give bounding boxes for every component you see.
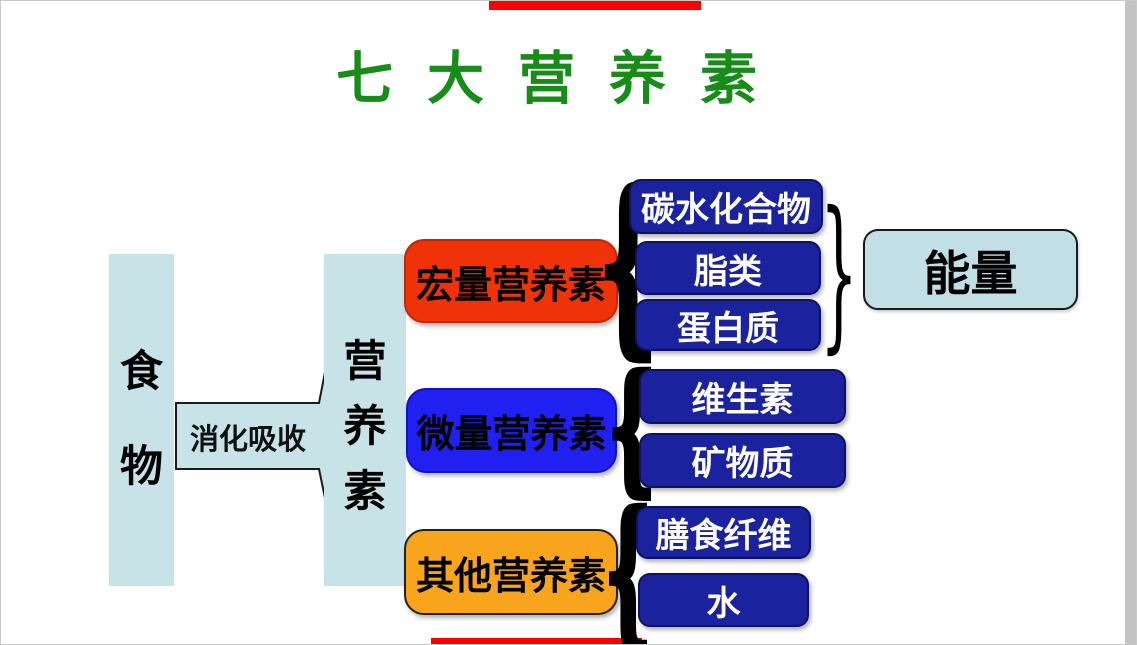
energy-right-brace: } xyxy=(820,176,858,370)
page-title: 七大营养素 xyxy=(336,47,791,111)
scrollbar[interactable] xyxy=(1125,1,1136,644)
nutrients-label: 营养素 xyxy=(343,338,387,516)
digestion-label: 消化吸收 xyxy=(189,424,306,456)
micro-nutrients-box: 微量营养素 xyxy=(406,388,617,473)
nutrients-box: 营养素 xyxy=(324,254,406,586)
item-water: 水 xyxy=(638,573,809,627)
top-red-bar xyxy=(489,1,701,10)
macro-nutrients-box: 宏量营养素 xyxy=(404,239,618,323)
other-nutrients-box: 其他营养素 xyxy=(404,529,618,615)
item-dietary-fiber: 膳食纤维 xyxy=(636,506,811,559)
item-protein: 蛋白质 xyxy=(635,299,821,351)
energy-box: 能量 xyxy=(863,229,1078,310)
item-carbohydrates: 碳水化合物 xyxy=(629,179,823,234)
bottom-red-bar xyxy=(431,638,642,644)
food-box: 食物 xyxy=(109,254,174,586)
food-label: 食物 xyxy=(120,349,163,491)
item-lipids: 脂类 xyxy=(635,241,821,295)
item-vitamins: 维生素 xyxy=(639,369,846,424)
item-minerals: 矿物质 xyxy=(639,433,846,488)
